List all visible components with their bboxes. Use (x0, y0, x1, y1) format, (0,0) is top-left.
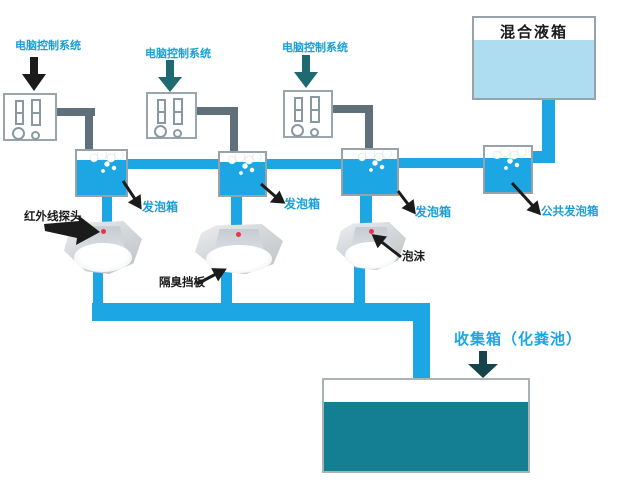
knob-icon (310, 128, 319, 137)
control-pipe-3-vertical (365, 105, 373, 150)
drain-pipe-1 (93, 266, 103, 306)
computer-control-label-1: 电脑控制系统 (15, 39, 81, 52)
control-arrow-2 (158, 60, 182, 92)
drain-pipe-2 (221, 266, 232, 306)
foaming-box-label-1: 发泡箱 (142, 200, 179, 214)
toilet-bowl (74, 243, 132, 273)
main-drain-vertical-pipe (413, 303, 430, 380)
odor-baffle-label: 隔臭挡板 (159, 275, 205, 289)
knob-icon (154, 125, 167, 138)
infrared-sensor-dot (100, 228, 106, 234)
drain-pipe-3 (354, 266, 365, 306)
foaming-box-3 (341, 148, 399, 196)
infrared-sensor-dot (368, 229, 374, 235)
collection-tank (322, 378, 530, 473)
switch-icon (294, 97, 303, 122)
mixing-tank: 混合液箱 (472, 16, 596, 100)
knob-icon (291, 124, 304, 137)
collection-tank-liquid (324, 402, 528, 471)
control-box-2 (146, 92, 197, 139)
toilet-1 (64, 221, 142, 274)
infrared-sensor-label: 红外线探头 (24, 209, 82, 223)
foam-bubbles (225, 154, 265, 178)
computer-control-label-2: 电脑控制系统 (145, 47, 211, 60)
collection-tank-label: 收集箱（化粪池） (454, 330, 583, 348)
distribution-pipe-2 (265, 159, 343, 169)
mixing-tank-liquid (474, 40, 594, 98)
foam-label: 泡沫 (402, 249, 425, 263)
switch-icon (310, 96, 320, 123)
control-arrow-1 (22, 57, 46, 91)
control-pipe-2-vertical (230, 107, 238, 154)
switch-icon (15, 100, 24, 125)
control-pipe-1-vertical (85, 108, 93, 152)
switch-icon (157, 99, 166, 124)
control-pipe-1-horizontal (55, 108, 95, 116)
foaming-box-2 (218, 151, 267, 197)
control-box-3 (283, 90, 333, 138)
distribution-pipe-3 (397, 158, 485, 168)
knob-icon (12, 127, 25, 140)
foam-bubbles (87, 152, 125, 176)
control-box-1 (3, 93, 57, 141)
feed-pipe-2 (231, 194, 242, 230)
switch-icon (31, 99, 41, 126)
mixing-tank-down-pipe (542, 98, 555, 163)
infrared-sensor-dot (236, 231, 242, 237)
feed-pipe-1 (102, 195, 112, 227)
feed-pipe-3 (360, 194, 372, 227)
foam-bubbles (355, 151, 397, 175)
foaming-box-1-arrowhead (127, 194, 142, 210)
switch-icon (173, 98, 183, 125)
computer-control-label-3: 电脑控制系统 (282, 41, 348, 54)
main-drain-horizontal-pipe (92, 303, 430, 321)
control-arrow-3 (294, 55, 318, 88)
foam-bubbles (490, 149, 530, 173)
public-foaming-box-arrowhead (526, 200, 542, 216)
toilet-3 (336, 222, 406, 270)
knob-icon (173, 129, 182, 138)
toilet-2 (195, 224, 283, 274)
mixing-tank-elbow-pipe (529, 151, 555, 163)
toilet-bowl (345, 242, 397, 269)
foaming-box-label-3: 发泡箱 (415, 205, 452, 219)
collection-tank-arrow (468, 351, 498, 378)
public-foaming-box (483, 145, 533, 194)
distribution-pipe-1 (127, 159, 220, 169)
foaming-box-label-2: 发泡箱 (284, 197, 321, 211)
knob-icon (31, 131, 40, 140)
foaming-box-3-arrow (396, 190, 410, 206)
toilet-bowl (206, 245, 272, 273)
mixing-tank-label: 混合液箱 (499, 23, 568, 41)
public-foaming-box-label: 公共发泡箱 (541, 204, 599, 218)
control-pipe-2-horizontal (195, 107, 238, 115)
foaming-box-1 (75, 149, 128, 197)
foaming-box-3-arrowhead (401, 199, 416, 215)
control-pipe-3-horizontal (330, 105, 373, 113)
foaming-box-2-arrowhead (269, 190, 286, 204)
